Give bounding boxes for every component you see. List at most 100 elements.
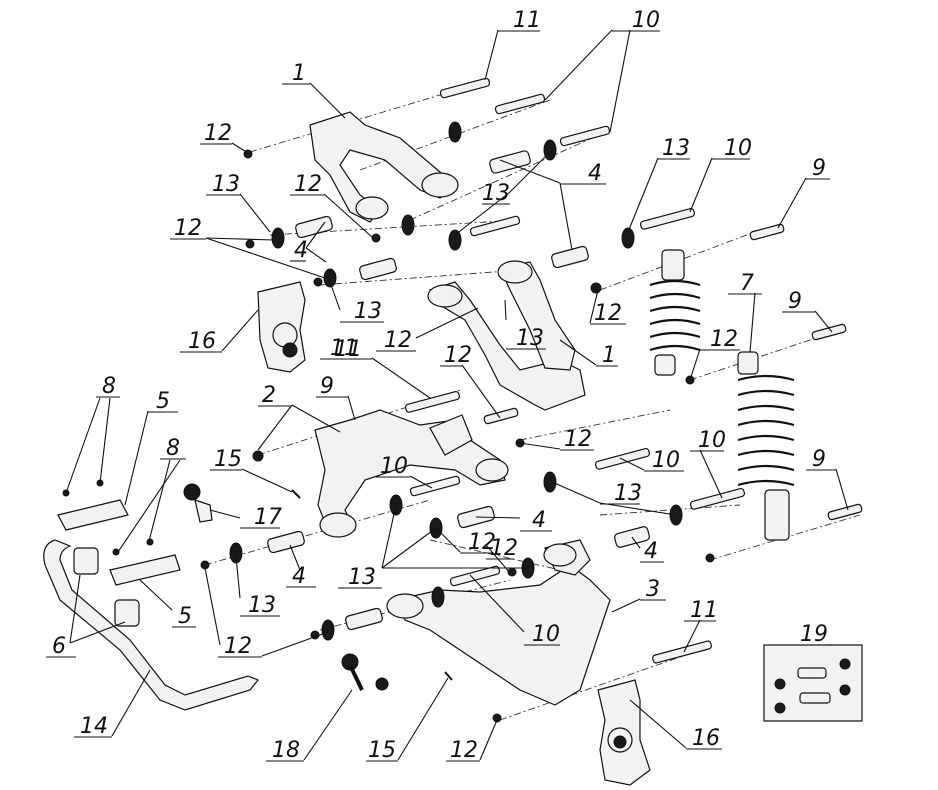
callout-number: 6 — [52, 634, 66, 659]
callout-leader-line — [499, 159, 561, 184]
callout-number: 4 — [292, 564, 306, 589]
callout-number: 9 — [320, 374, 334, 399]
callout-leader-line — [609, 29, 631, 133]
callout-leader-line — [631, 536, 641, 549]
callout-number: 10 — [632, 8, 660, 33]
callout-leader-line — [205, 237, 275, 241]
callout-4: 4 — [499, 159, 606, 251]
callout-leader-line — [627, 157, 659, 233]
callout-18: 18 — [266, 689, 353, 763]
callout-leader-line — [504, 299, 507, 321]
ball-joint-17 — [183, 483, 213, 523]
callout-leader-line — [371, 357, 431, 399]
callout-9: 9 — [806, 447, 849, 511]
callout-leader-line — [749, 292, 756, 353]
callout-number: 12 — [204, 121, 232, 146]
callout-number: 12 — [710, 327, 738, 352]
callout-13: 13 — [329, 281, 384, 324]
callout-number: 13 — [614, 481, 642, 506]
callout-leader-line — [231, 142, 249, 154]
callout-number: 9 — [812, 447, 826, 472]
callout-number: 17 — [254, 505, 282, 530]
callout-13: 13 — [627, 136, 690, 233]
callout-leader-line — [461, 364, 501, 419]
callout-10: 10 — [469, 574, 560, 647]
callout-number: 10 — [698, 428, 726, 453]
callout-leader-line — [589, 289, 599, 324]
lower-control-arm-2 — [314, 409, 509, 538]
callout-12: 12 — [440, 343, 501, 419]
callout-9: 9 — [316, 374, 356, 421]
callout-2: 2 — [257, 383, 341, 451]
callout-12: 12 — [446, 719, 498, 763]
callout-leader-line — [469, 574, 525, 633]
callout-5: 5 — [139, 579, 196, 629]
callout-leader-line — [397, 677, 449, 761]
callout-12: 12 — [435, 527, 496, 555]
callout-number: 8 — [166, 436, 180, 461]
callout-number: 7 — [740, 271, 754, 296]
callout-number: 12 — [594, 301, 622, 326]
callout-number: 1 — [602, 343, 616, 368]
callout-number: 14 — [80, 714, 108, 739]
callout-4: 4 — [290, 221, 327, 263]
callout-number: 5 — [178, 604, 192, 629]
callout-12: 12 — [200, 121, 249, 154]
callout-number: 12 — [564, 427, 592, 452]
callout-leader-line — [261, 631, 329, 657]
callout-4: 4 — [286, 544, 316, 589]
callout-13: 13 — [504, 299, 546, 351]
callout-number: 15 — [214, 447, 242, 472]
callout-leader-line — [124, 410, 149, 506]
callout-3: 3 — [611, 577, 666, 613]
callout-leader-line — [619, 457, 645, 471]
callout-8: 8 — [65, 374, 120, 494]
callout-10: 10 — [619, 448, 684, 473]
callout-leader-line — [551, 481, 601, 504]
callout-leader-line — [689, 157, 713, 213]
stabilizer-bar-14 — [43, 539, 259, 711]
callout-1: 1 — [559, 339, 618, 368]
callout-number: 12 — [444, 343, 472, 368]
callout-12: 12 — [689, 327, 740, 381]
callout-1: 1 — [282, 61, 346, 119]
callout-leader-line — [69, 574, 81, 644]
callout-4: 4 — [475, 508, 552, 533]
steering-knuckle-16-top — [257, 281, 306, 373]
callout-leader-line — [241, 468, 293, 493]
callout-number: 13 — [212, 172, 240, 197]
callout-number: 11 — [690, 598, 718, 623]
callout-leader-line — [289, 544, 301, 571]
callout-leader-line — [205, 237, 326, 279]
callout-leader-line — [484, 29, 499, 81]
callout-15: 15 — [210, 447, 293, 493]
callout-number: 13 — [354, 299, 382, 324]
callout-leader-line — [381, 527, 437, 569]
callout-12: 12 — [204, 567, 329, 659]
callout-10: 10 — [689, 136, 752, 213]
callout-leader-line — [139, 579, 173, 611]
callout-leader-line — [475, 516, 521, 519]
callout-leader-line — [599, 502, 677, 516]
callout-leader-line — [699, 449, 723, 499]
callout-leader-line — [209, 509, 241, 519]
callout-12: 12 — [589, 289, 626, 326]
callout-leader-line — [99, 397, 111, 484]
callout-number: 13 — [516, 326, 544, 351]
brackets-5 — [57, 499, 181, 586]
callout-13: 13 — [338, 504, 527, 590]
callout-leader-line — [117, 459, 181, 553]
callout-leader-line — [239, 193, 271, 233]
callout-11: 11 — [484, 8, 541, 81]
callout-number: 12 — [174, 216, 202, 241]
callout-9: 9 — [777, 156, 830, 229]
callout-leader-line — [689, 348, 701, 381]
callout-number: 12 — [294, 172, 322, 197]
callout-leader-line — [204, 567, 221, 646]
callout-number: 4 — [294, 238, 308, 263]
callout-leader-line — [683, 619, 701, 653]
callout-4: 4 — [631, 536, 664, 564]
callout-leader-line — [519, 442, 561, 450]
callout-leader-line — [777, 177, 807, 229]
callout-leader-line — [69, 621, 126, 644]
